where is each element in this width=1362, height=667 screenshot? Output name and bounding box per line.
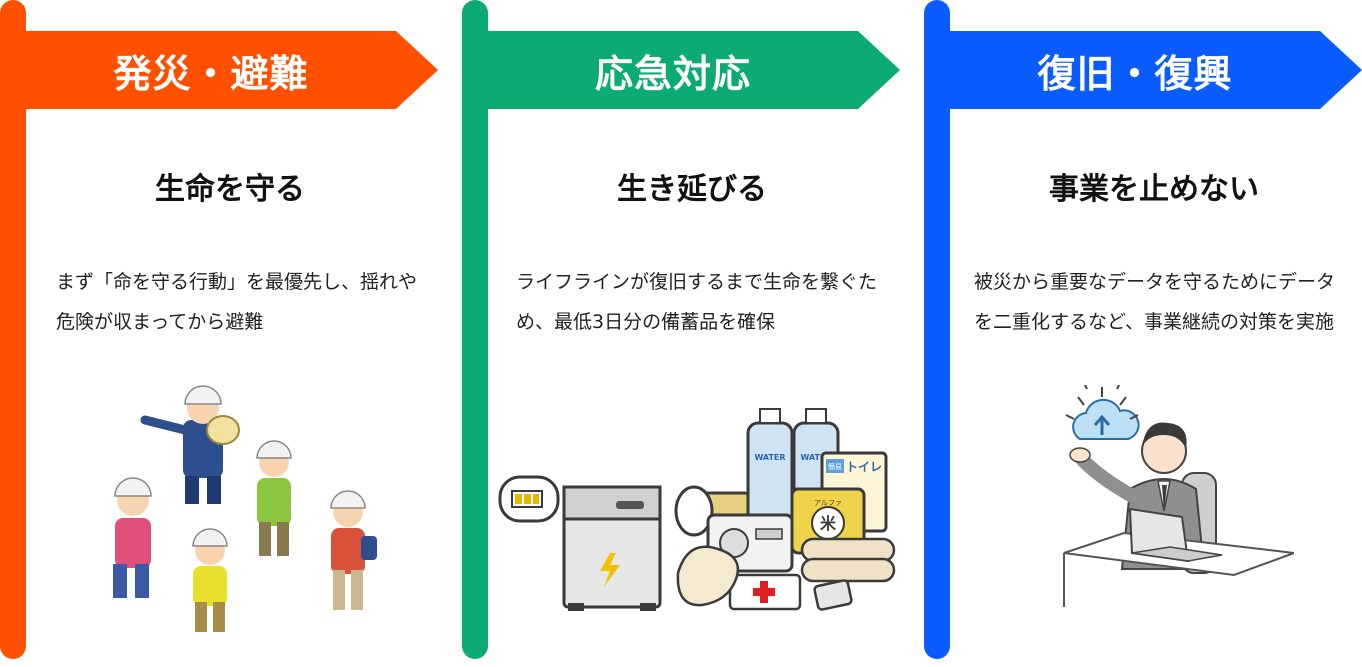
- phase-column-disaster: 発災・避難 生命を守る まず「命を守る行動」を最優先し、揺れや危険が収まってから…: [0, 0, 440, 667]
- power-station-icon: [562, 485, 662, 611]
- evacuee-figure-4: [330, 490, 377, 610]
- phase-column-recovery: 復旧・復興 事業を止めない 被災から重要なデータを守るためにデータを二重化するな…: [924, 0, 1362, 667]
- phase-heading: 事業を止めない: [1049, 172, 1259, 207]
- supplies-illustration: WATER WATER 簡易 トイレ アルファ 米: [498, 408, 896, 611]
- water-label: WATER: [754, 453, 785, 462]
- timeline-bar-emergency: [462, 0, 488, 659]
- battery-bubble-icon: [498, 475, 560, 523]
- phase-description: 被災から重要なデータを守るためにデータを二重化するなど、事業継続の対策を実施: [974, 271, 1336, 333]
- leader-figure: [140, 385, 240, 504]
- phase-banner-recovery: 復旧・復興: [938, 31, 1362, 109]
- phase-description: ライフラインが復旧するまで生命を繋ぐため、最低3日分の備蓄品を確保: [516, 271, 878, 333]
- blanket-icon: [800, 537, 896, 583]
- phase-banner-emergency: 応急対応: [476, 31, 900, 109]
- phase-title: 復旧・復興: [1037, 51, 1233, 96]
- phase-heading: 生き延びる: [617, 172, 767, 207]
- desk-laptop: [1063, 507, 1294, 607]
- phase-banner-disaster: 発災・避難: [14, 31, 438, 109]
- evacuee-figure-1: [113, 477, 152, 598]
- power-bank-icon: [813, 579, 853, 611]
- toilet-small-label: 簡易: [828, 462, 842, 471]
- timeline-bar-recovery: [924, 0, 950, 659]
- evacuee-figure-3: [256, 440, 292, 556]
- cloud-upload-icon: [1065, 385, 1140, 440]
- rice-label: 米: [820, 514, 837, 533]
- first-aid-icon: [728, 573, 802, 611]
- toilet-label: トイレ: [846, 460, 882, 474]
- phase-title: 応急対応: [594, 51, 751, 96]
- evacuation-illustration: [113, 385, 377, 632]
- water-label: WATER: [800, 453, 831, 462]
- timeline-bar-disaster: [0, 0, 26, 659]
- businessman-illustration: [1063, 385, 1294, 607]
- phase-title: 発災・避難: [113, 51, 309, 96]
- phase-description: まず「命を守る行動」を最優先し、揺れや危険が収まってから避難: [56, 271, 418, 333]
- evacuee-figure-2: [192, 528, 228, 632]
- phase-column-emergency: 応急対応 生き延びる ライフラインが復旧するまで生命を繋ぐため、最低3日分の備蓄…: [462, 0, 902, 667]
- rice-small-label: アルファ: [814, 499, 842, 507]
- phase-heading: 生命を守る: [155, 172, 305, 207]
- gloves-icon: [676, 545, 740, 607]
